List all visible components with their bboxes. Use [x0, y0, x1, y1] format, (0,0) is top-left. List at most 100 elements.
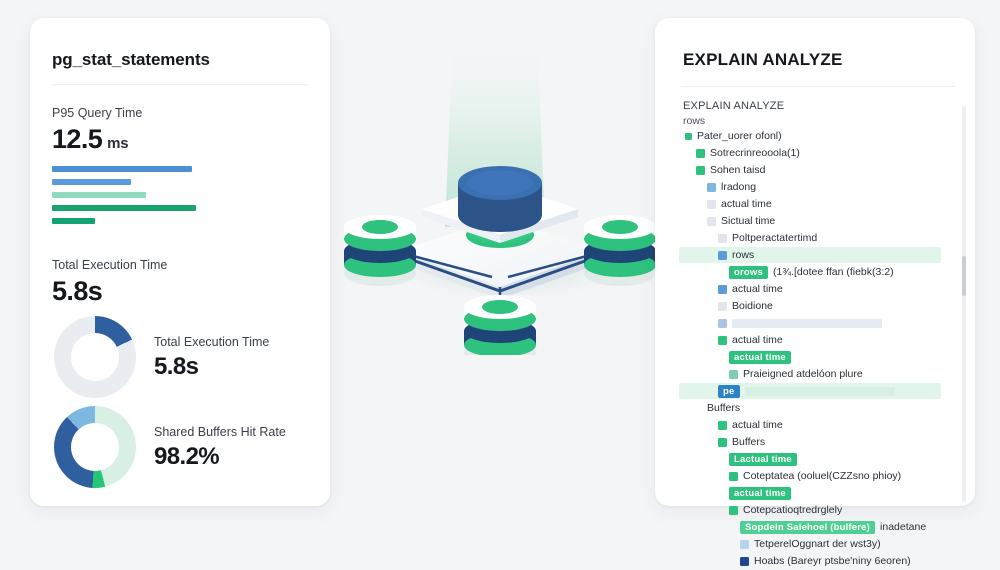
node-color-swatch-icon	[718, 335, 727, 345]
plan-node-label: Boidione	[732, 300, 773, 312]
bar-row	[52, 205, 232, 211]
donut-value-2: 98.2%	[154, 443, 220, 470]
plan-node-row[interactable]: Buffers	[679, 434, 941, 450]
plan-node-row[interactable]: Sotrecrinreooola(1)	[679, 145, 941, 161]
explain-analyze-card: EXPLAIN ANALYZE EXPLAIN ANALYZE rows Pat…	[655, 18, 975, 567]
node-badge: Sopdein Saiehoel (bulfere)	[740, 520, 876, 534]
plan-node-row[interactable]: Buffers	[679, 400, 941, 416]
bar-row	[52, 166, 232, 172]
plan-node-label: Poltperactatertimd	[732, 232, 818, 244]
donut-total-execution-time: Total Execution Time 5.8s	[54, 316, 269, 398]
donut-ring	[54, 316, 136, 398]
node-color-swatch-icon	[718, 318, 727, 328]
plan-node-label: actual time	[732, 283, 783, 295]
central-node-cylinder	[458, 166, 542, 232]
tree-subheading: rows	[683, 115, 706, 127]
plan-node-row[interactable]: Sopdein Saiehoel (bulfere) inadetane	[679, 519, 941, 535]
plan-node-row[interactable]: lradong	[679, 179, 941, 195]
plan-node-label: Buffers	[707, 402, 741, 414]
node-badge: orows	[729, 265, 768, 279]
plan-node-row[interactable]: actual time	[679, 281, 941, 297]
bar-5	[52, 218, 96, 224]
bar-row	[52, 192, 232, 198]
plan-node-row[interactable]: TetperelOggnart der wst3y)	[679, 536, 941, 552]
node-color-swatch-icon	[718, 233, 727, 243]
bar-row	[52, 179, 232, 185]
metric-number-p95: 12.5	[52, 124, 103, 154]
plan-node-row[interactable]: actual time	[679, 417, 941, 433]
node-color-swatch-icon	[729, 471, 738, 481]
plan-node-row[interactable]: pe	[679, 383, 941, 399]
plan-node-row[interactable]: Coteptatea (ooluel(CZZsno phioy)	[679, 468, 941, 484]
donut-shared-buffers-hit-rate: Shared Buffers Hit Rate 98.2%	[54, 406, 286, 488]
database-cylinder-right	[584, 215, 656, 286]
plan-node-label: actual time	[721, 198, 772, 210]
plan-node-row[interactable]	[679, 315, 941, 331]
right-card-title: EXPLAIN ANALYZE	[683, 50, 843, 69]
scrollbar-thumb[interactable]	[962, 256, 966, 296]
plan-node-label: TetperelOggnart der wst3y)	[754, 538, 881, 550]
node-color-swatch-icon	[707, 199, 716, 209]
node-color-swatch-icon	[707, 216, 716, 226]
node-badge: pe	[718, 384, 740, 398]
metric-value-p95: 12.5 ms	[52, 124, 129, 155]
plan-node-label: actual time	[732, 419, 783, 431]
node-color-swatch-icon	[718, 301, 727, 311]
plan-node-row[interactable]: actual time	[679, 349, 941, 365]
donut-value-1: 5.8s	[154, 353, 199, 380]
plan-node-label: Pater_uorer ofonl)	[697, 130, 782, 142]
plan-node-label: Coteptatea (ooluel(CZZsno phioy)	[743, 470, 902, 482]
plan-node-row[interactable]: Sictual time	[679, 213, 941, 229]
node-color-swatch-icon	[718, 284, 727, 294]
plan-node-label: rows	[732, 249, 755, 261]
plan-node-label: Cotepcatioqtredrglely	[743, 504, 843, 516]
plan-node-label: actual time	[732, 334, 783, 346]
plan-node-row[interactable]: rows	[679, 247, 941, 263]
donut-caption: Total Execution Time 5.8s	[154, 333, 269, 381]
lower-platform	[397, 217, 603, 299]
node-color-swatch-icon	[718, 250, 727, 260]
bar-2	[52, 179, 132, 185]
node-placeholder-bar	[744, 386, 895, 396]
node-color-swatch-icon	[718, 420, 727, 430]
node-color-swatch-icon	[696, 165, 705, 175]
left-card-title: pg_stat_statements	[52, 50, 210, 69]
plan-node-row[interactable]: Praieigned atdelóon plure	[679, 366, 941, 382]
bar-3	[52, 192, 146, 198]
query-time-bar-chart	[52, 166, 232, 231]
query-plan-tree[interactable]: Pater_uorer ofonl) Sotrecrinreooola(1)Soh…	[679, 128, 941, 570]
node-color-swatch-icon	[729, 369, 738, 379]
tree-heading: EXPLAIN ANALYZE	[683, 100, 785, 112]
metric-unit-p95: ms	[107, 135, 129, 152]
node-color-swatch-icon	[729, 505, 738, 515]
metric-label-p95: P95 Query Time	[52, 106, 143, 120]
node-badge: actual time	[729, 486, 791, 500]
right-card-divider	[681, 86, 955, 87]
node-color-swatch-icon	[740, 539, 749, 549]
donut-label-2: Shared Buffers Hit Rate	[154, 425, 286, 439]
database-cluster-illustration	[340, 55, 660, 366]
plan-node-label: inadetane	[880, 521, 927, 533]
node-color-swatch-icon	[685, 132, 692, 140]
plan-node-row[interactable]: actual time	[679, 196, 941, 212]
plan-node-row[interactable]: Poltperactatertimd	[679, 230, 941, 246]
plan-node-row[interactable]: actual time	[679, 332, 941, 348]
plan-node-row[interactable]: Cotepcatioqtredrglely	[679, 502, 941, 518]
plan-node-row[interactable]: Boidione	[679, 298, 941, 314]
plan-node-row[interactable]: Hoabs (Bareyr ptsbe'niny 6eoren)	[679, 553, 941, 569]
node-color-swatch-icon	[718, 437, 727, 447]
plan-node-row[interactable]: Lactual time	[679, 451, 941, 467]
donut-ring	[54, 406, 136, 488]
metric-value-total-exec: 5.8s	[52, 276, 103, 306]
metric-label-total-exec: Total Execution Time	[52, 258, 168, 272]
left-card-divider	[52, 84, 308, 85]
bar-1	[52, 166, 193, 172]
node-color-swatch-icon	[696, 148, 705, 158]
node-color-swatch-icon	[740, 556, 749, 566]
plan-node-row[interactable]: Pater_uorer ofonl)	[679, 128, 941, 144]
plan-node-row[interactable]: orows(1¾.[dotee ffan (fiebk(3:2)	[679, 264, 941, 280]
vertical-scrollbar[interactable]	[962, 106, 966, 502]
plan-node-row[interactable]: Sohen taisd	[679, 162, 941, 178]
plan-node-label: Buffers	[732, 436, 766, 448]
plan-node-row[interactable]: actual time	[679, 485, 941, 501]
